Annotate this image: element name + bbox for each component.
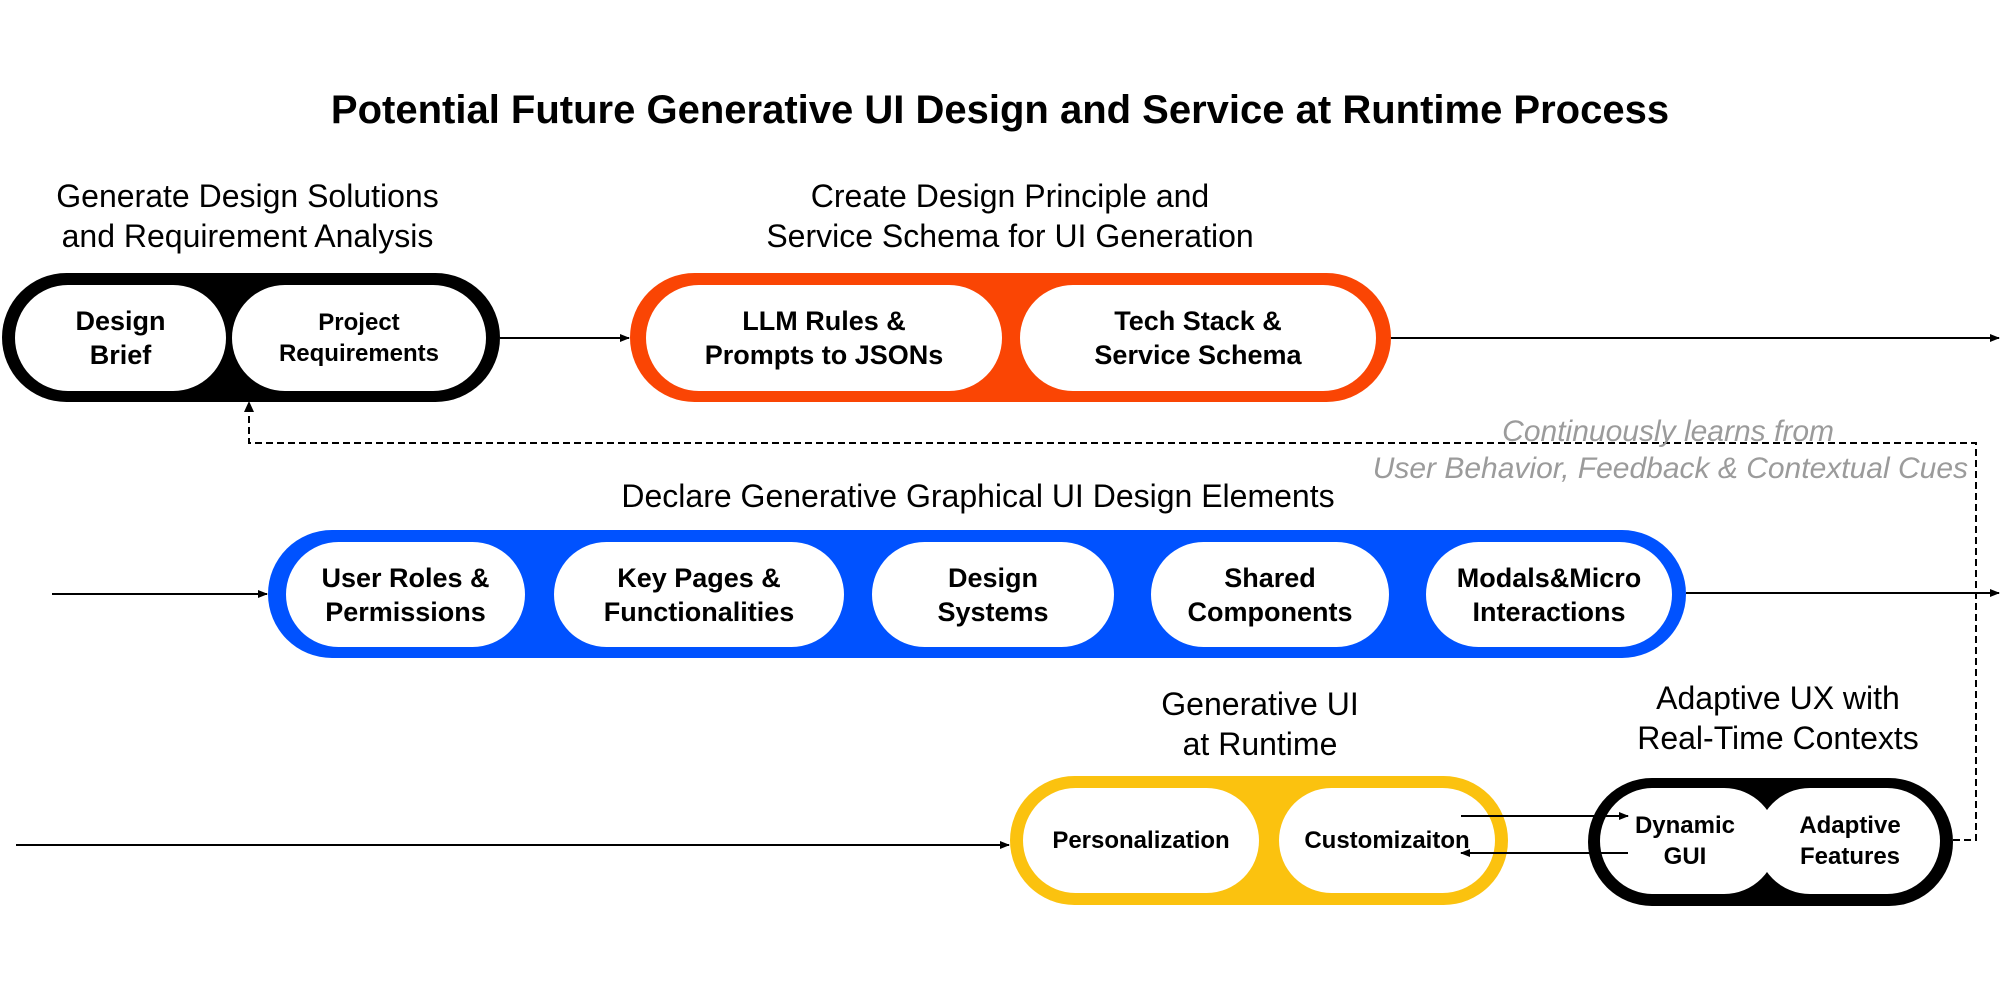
node-modals-micro-interactions[interactable]: Modals&Micro Interactions xyxy=(1456,562,1642,627)
node-tech-stack-shape[interactable] xyxy=(1020,285,1376,391)
node-dynamic-gui[interactable]: Dynamic GUI xyxy=(1634,812,1736,870)
node-modals-shape[interactable] xyxy=(1426,542,1672,647)
node-design-systems[interactable]: Design Systems xyxy=(937,562,1049,627)
feedback-note-line1: Continuously learns from xyxy=(1502,415,1834,448)
node-key-pages-shape[interactable] xyxy=(554,542,844,647)
feedback-note-line2: User Behavior, Feedback & Contextual Cue… xyxy=(1372,452,1968,485)
node-user-roles-shape[interactable] xyxy=(286,542,525,647)
group-elements-label: Declare Generative Graphical UI Design E… xyxy=(621,478,1335,514)
node-shared-components[interactable]: Shared Components xyxy=(1187,562,1353,627)
node-project-requirements[interactable]: Project Requirements xyxy=(278,309,440,367)
group-schema-label: Create Design Principle and Service Sche… xyxy=(766,178,1254,254)
node-tech-stack[interactable]: Tech Stack & Service Schema xyxy=(1094,306,1302,370)
group-schema xyxy=(630,273,1391,402)
node-key-pages[interactable]: Key Pages & Functionalities xyxy=(603,562,795,627)
node-llm-rules-shape[interactable] xyxy=(646,285,1002,391)
node-customization[interactable]: Customizaiton xyxy=(1304,827,1470,854)
group-runtime-label: Generative UI at Runtime xyxy=(1161,686,1359,762)
node-dynamic-gui-shape[interactable] xyxy=(1600,788,1777,894)
node-personalization[interactable]: Personalization xyxy=(1052,827,1230,854)
group-analysis xyxy=(2,273,500,402)
node-personalization-shape[interactable] xyxy=(1023,788,1259,893)
node-project-requirements-shape[interactable] xyxy=(232,285,486,391)
node-design-systems-shape[interactable] xyxy=(872,542,1114,647)
page-title: Potential Future Generative UI Design an… xyxy=(330,88,1670,132)
group-adaptive-label: Adaptive UX with Real-Time Contexts xyxy=(1637,680,1919,756)
feedback-loop-connector xyxy=(248,405,1977,841)
group-elements xyxy=(268,530,1686,658)
group-analysis-label: Generate Design Solutions and Requiremen… xyxy=(56,178,439,254)
node-design-brief[interactable]: Design Brief xyxy=(75,306,166,370)
node-llm-rules[interactable]: LLM Rules & Prompts to JSONs xyxy=(704,306,944,370)
node-user-roles[interactable]: User Roles & Permissions xyxy=(321,562,490,627)
group-adaptive xyxy=(1588,778,1953,906)
node-adaptive-features-shape[interactable] xyxy=(1757,788,1940,894)
group-runtime xyxy=(1010,776,1508,905)
feedback-arrowhead-icon xyxy=(244,401,254,412)
node-adaptive-features[interactable]: Adaptive Features xyxy=(1799,812,1901,870)
node-shared-components-shape[interactable] xyxy=(1151,542,1389,647)
node-design-brief-shape[interactable] xyxy=(15,285,226,391)
node-customization-shape[interactable] xyxy=(1279,788,1495,893)
